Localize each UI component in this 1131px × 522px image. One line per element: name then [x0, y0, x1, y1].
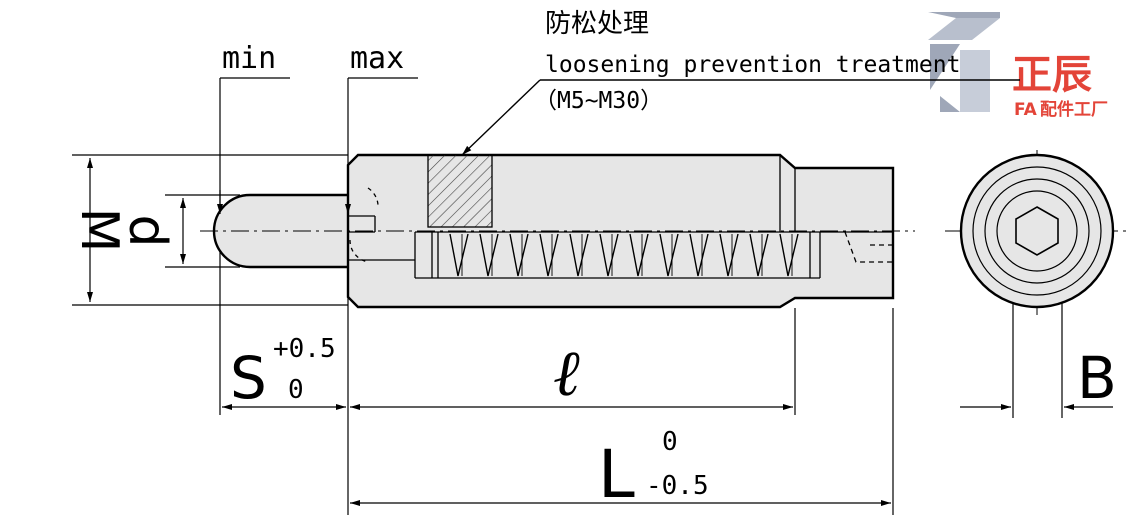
- dim-M-d: [87, 158, 186, 302]
- logo-brand-text: 正辰: [1012, 52, 1092, 98]
- label-max: max: [350, 41, 404, 76]
- stroke-markers: [217, 190, 351, 214]
- note-title-cn: 防松处理: [545, 9, 649, 39]
- label-d: d: [117, 214, 177, 247]
- note-title-en: loosening prevention treatment: [545, 52, 960, 78]
- label-L: L: [598, 436, 635, 513]
- label-S-tol-upper: +0.5: [273, 334, 336, 364]
- label-L-tol-lower: -0.5: [646, 471, 709, 501]
- logo-fa-text: FA: [1014, 100, 1038, 120]
- end-view: [945, 150, 1130, 315]
- label-S-tol-lower: 0: [288, 375, 304, 405]
- label-min: min: [222, 41, 276, 76]
- label-S: S: [230, 344, 267, 412]
- brand-logo: 正辰 FA 配件工厂: [928, 12, 1108, 120]
- loosening-treatment-hatch: [427, 154, 493, 228]
- label-M: M: [69, 208, 129, 253]
- label-L-tol-upper: 0: [662, 427, 678, 457]
- label-ell: ℓ: [553, 337, 580, 411]
- body-internals: [348, 155, 893, 279]
- spring: [449, 233, 799, 277]
- plunger-pin: [212, 193, 352, 269]
- dim-lines-bottom: [222, 404, 1113, 506]
- label-B: B: [1077, 344, 1117, 412]
- logo-sub-text: 配件工厂: [1040, 99, 1108, 120]
- note-leader: [461, 79, 1020, 156]
- note-range: （M5~M30）: [534, 88, 663, 114]
